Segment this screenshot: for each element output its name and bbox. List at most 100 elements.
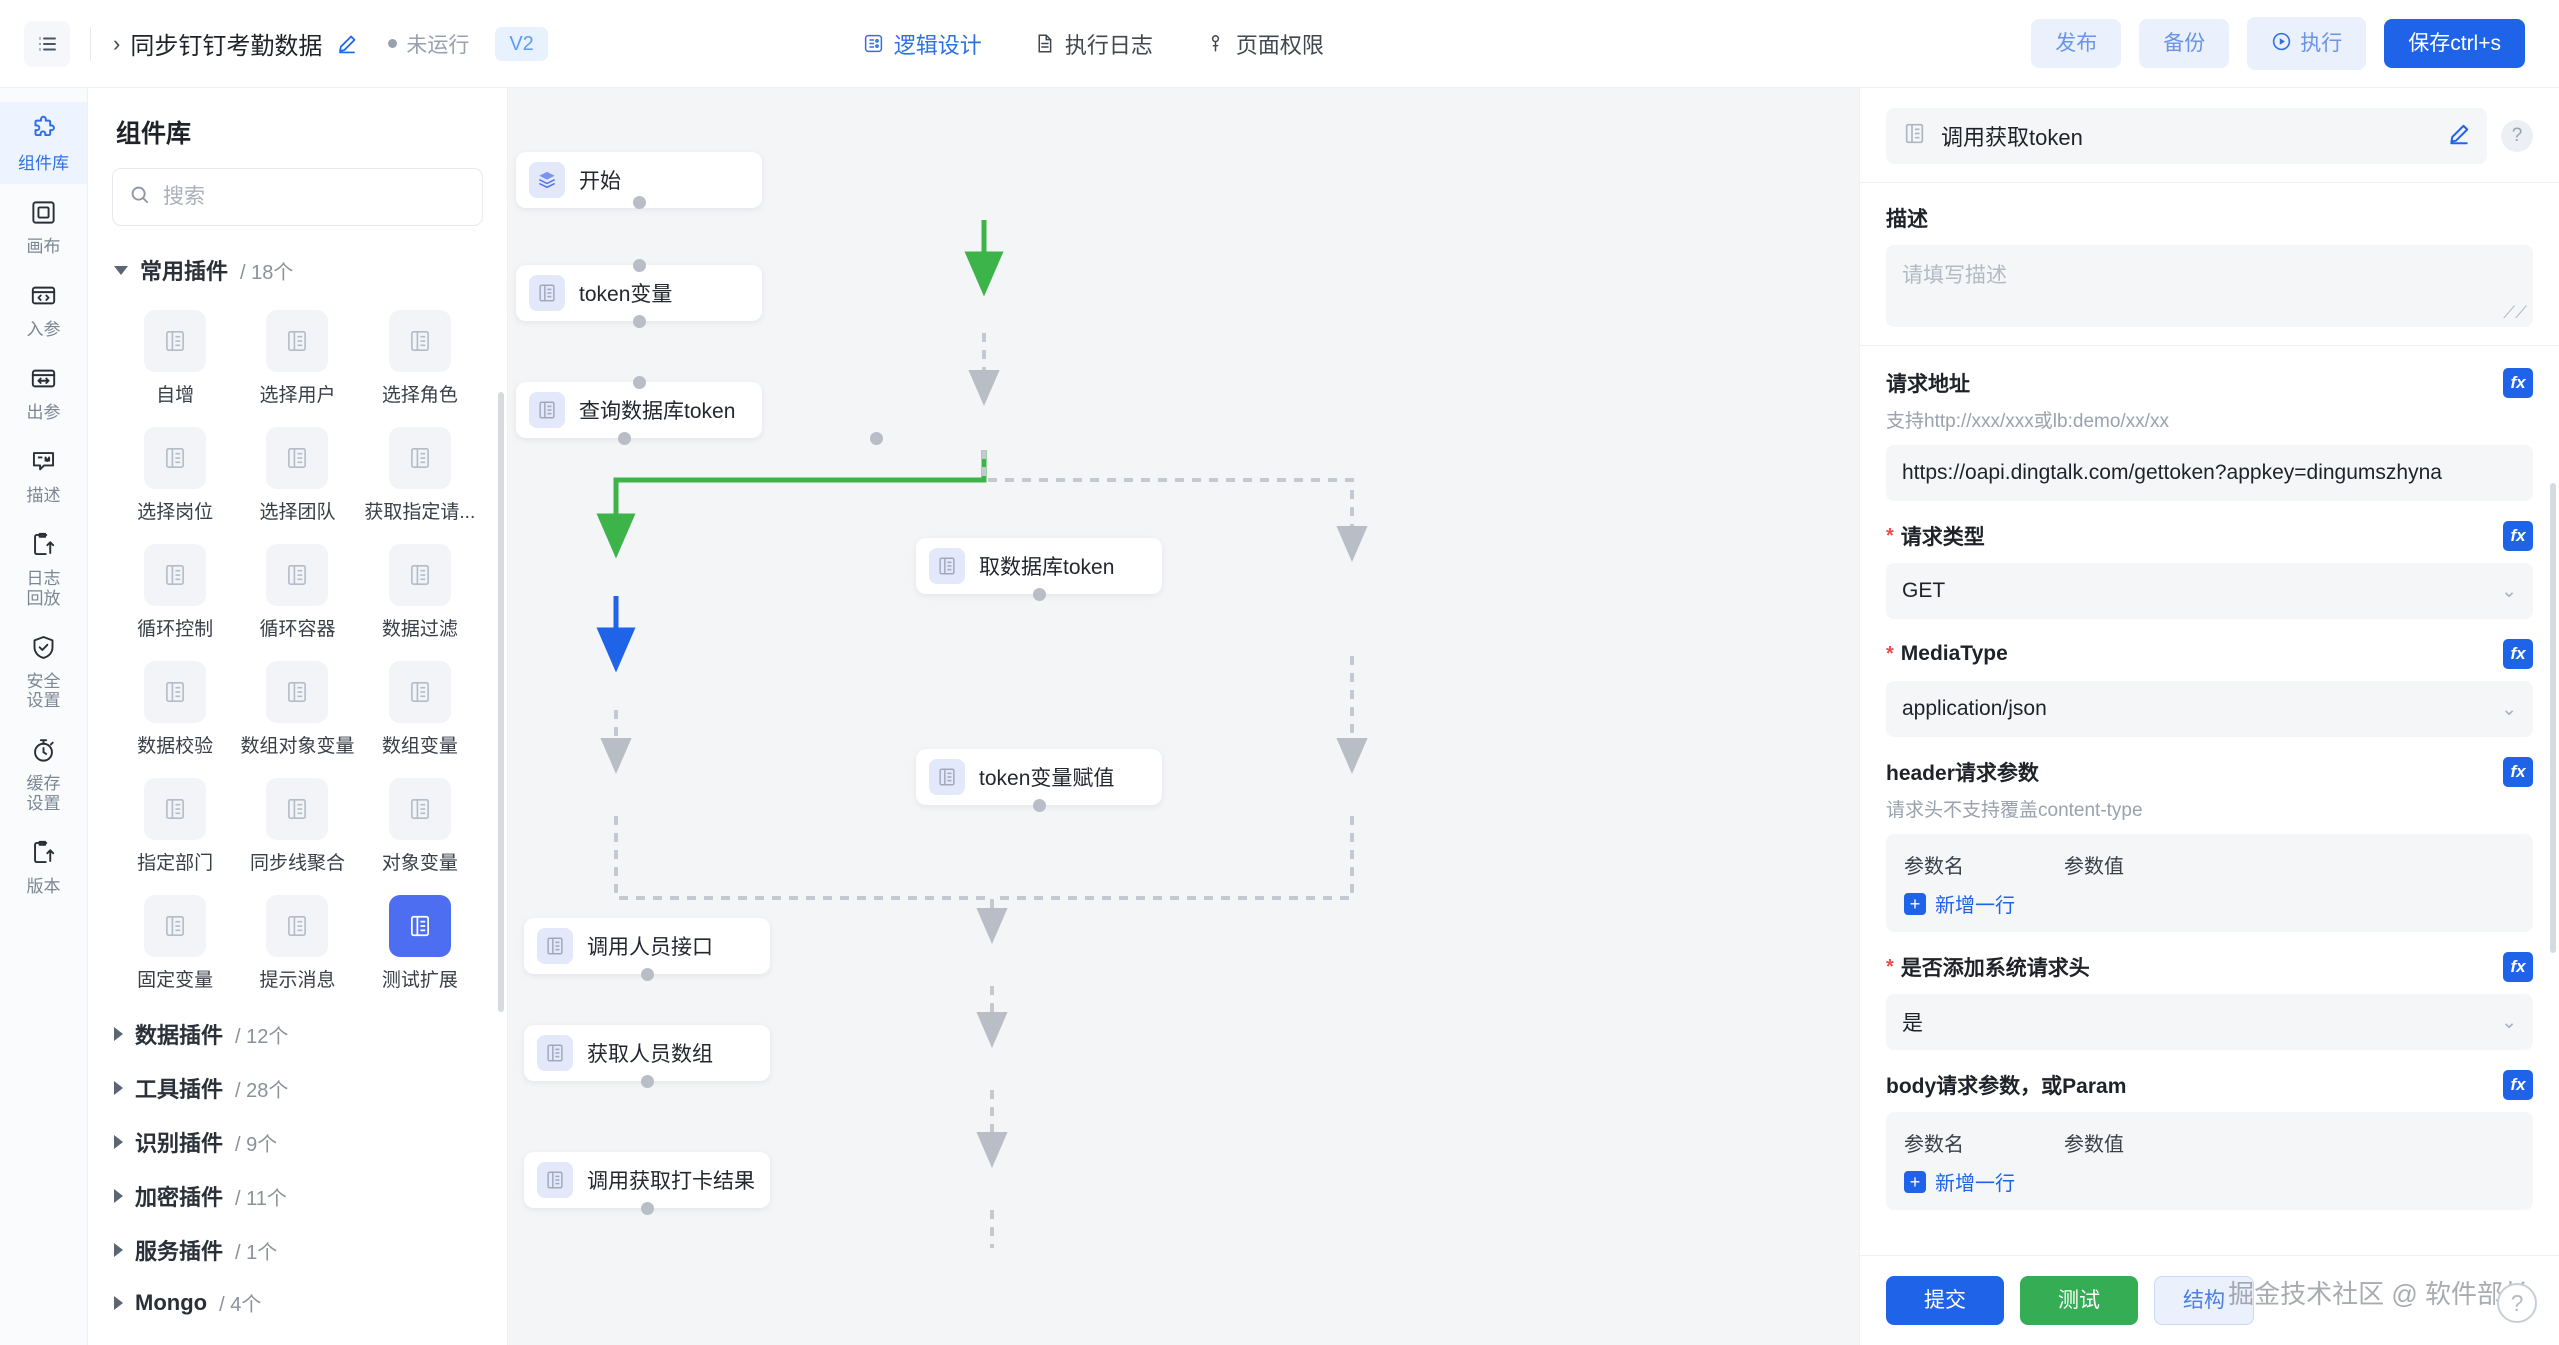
sidebar-item-description[interactable]: 描述	[0, 435, 87, 516]
resize-grip-icon[interactable]: ⟋⟋	[2503, 303, 2527, 322]
group-name: 工具插件	[135, 1077, 224, 1102]
group-header-data-plugins[interactable]: 数据插件 / 12个	[88, 1006, 507, 1060]
fx-icon-media-type[interactable]: fx	[2503, 639, 2533, 669]
plugin-item[interactable]: 测试扩展	[359, 891, 481, 1000]
sidebar-item-security-settings[interactable]: 安全 设置	[0, 621, 87, 722]
pencil-icon[interactable]	[336, 33, 358, 55]
sidebar-item-output-params[interactable]: 出参	[0, 352, 87, 433]
plugin-label: 选择团队	[259, 502, 336, 523]
plugin-item[interactable]: 选择团队	[236, 423, 358, 532]
plugin-item[interactable]: 循环容器	[236, 540, 358, 649]
plugin-item[interactable]: 数据校验	[114, 657, 236, 766]
add-header-row-button[interactable]: + 新增一行	[1904, 889, 2515, 918]
fx-icon-body-params[interactable]: fx	[2503, 1070, 2533, 1100]
body: 组件库 画布 入参	[0, 88, 2559, 1345]
fx-icon-request-type[interactable]: fx	[2503, 521, 2533, 551]
sidebar-item-log-replay[interactable]: 日志 回放	[0, 518, 87, 619]
sidebar-item-cache-settings[interactable]: 缓存 设置	[0, 724, 87, 825]
add-body-row-button[interactable]: + 新增一行	[1904, 1167, 2515, 1196]
structure-button[interactable]: 结构	[2154, 1276, 2254, 1325]
flow-node[interactable]: 查询数据库token	[516, 382, 762, 438]
group-header-encryption-plugins[interactable]: 加密插件 / 11个	[88, 1168, 507, 1222]
node-port[interactable]	[870, 432, 883, 445]
save-button[interactable]: 保存ctrl+s	[2384, 19, 2525, 68]
plugin-item[interactable]: 选择岗位	[114, 423, 236, 532]
plugin-item[interactable]: 循环控制	[114, 540, 236, 649]
flow-node[interactable]: 获取人员数组	[524, 1025, 770, 1081]
node-icon	[537, 1035, 573, 1071]
flow-node[interactable]: 调用人员接口	[524, 918, 770, 974]
test-button[interactable]: 测试	[2020, 1276, 2138, 1325]
node-port[interactable]	[1033, 799, 1046, 812]
sidebar-item-canvas[interactable]: 画布	[0, 186, 87, 267]
fx-icon-header-params[interactable]: fx	[2503, 757, 2533, 787]
menu-toggle-button[interactable]	[24, 20, 70, 67]
plugin-item[interactable]: 同步线聚合	[236, 774, 358, 883]
group-header-tool-plugins[interactable]: 工具插件 / 28个	[88, 1060, 507, 1114]
tab-execution-log[interactable]: 执行日志	[1034, 28, 1153, 60]
group-header-service-plugins[interactable]: 服务插件 / 1个	[88, 1222, 507, 1276]
node-port[interactable]	[641, 968, 654, 981]
question-icon[interactable]: ?	[2501, 120, 2533, 152]
sidebar-item-version[interactable]: 版本	[0, 826, 87, 907]
top-bar: › 同步钉钉考勤数据 未运行 V2 逻辑设计	[0, 0, 2559, 88]
pencil-icon[interactable]	[2447, 122, 2471, 151]
properties-scroll[interactable]: 描述 请填写描述 ⟋⟋ 请求地址 fx 支持http://xxx/xxx或lb:…	[1860, 183, 2559, 1255]
flow-node[interactable]: token变量赋值	[916, 749, 1162, 805]
backup-button[interactable]: 备份	[2139, 19, 2230, 68]
properties-scrollbar[interactable]	[2550, 483, 2556, 953]
fx-icon-request-url[interactable]: fx	[2503, 368, 2533, 398]
plugin-item[interactable]: 固定变量	[114, 891, 236, 1000]
node-port[interactable]	[1033, 588, 1046, 601]
execute-button[interactable]: 执行	[2247, 17, 2367, 70]
description-textarea[interactable]: 请填写描述 ⟋⟋	[1886, 245, 2533, 327]
group-header-common-plugins[interactable]: 常用插件 / 18个	[88, 242, 507, 296]
version-badge[interactable]: V2	[495, 26, 548, 61]
request-url-input[interactable]: https://oapi.dingtalk.com/gettoken?appke…	[1886, 445, 2533, 501]
help-fab-icon[interactable]: ?	[2497, 1283, 2537, 1323]
plugin-item[interactable]: 数组对象变量	[236, 657, 358, 766]
flow-node[interactable]: token变量	[516, 265, 762, 321]
group-header-recognition-plugins[interactable]: 识别插件 / 9个	[88, 1114, 507, 1168]
search-input[interactable]	[163, 185, 466, 209]
search-wrapper	[88, 168, 507, 242]
plugin-item[interactable]: 提示消息	[236, 891, 358, 1000]
plugin-item[interactable]: 数组变量	[359, 657, 481, 766]
tab-page-permission[interactable]: 页面权限	[1205, 28, 1324, 60]
node-port[interactable]	[633, 259, 646, 272]
component-library-scrollbar[interactable]	[498, 392, 504, 1012]
node-port[interactable]	[633, 376, 646, 389]
group-count: / 12个	[235, 1025, 289, 1048]
plugin-item[interactable]: 指定部门	[114, 774, 236, 883]
flow-node[interactable]: 调用获取打卡结果	[524, 1152, 770, 1208]
sidebar-item-component-library[interactable]: 组件库	[0, 102, 87, 185]
plugin-item[interactable]: 自增	[114, 306, 236, 415]
group-header-mongo[interactable]: Mongo / 4个	[88, 1276, 507, 1327]
node-port[interactable]	[633, 315, 646, 328]
node-port[interactable]	[618, 432, 631, 445]
fx-icon-system-header[interactable]: fx	[2503, 952, 2533, 982]
system-header-select[interactable]: 是 ⌄	[1886, 994, 2533, 1050]
plugin-item[interactable]: 数据过滤	[359, 540, 481, 649]
node-port[interactable]	[641, 1202, 654, 1215]
request-type-select[interactable]: GET ⌄	[1886, 563, 2533, 619]
flow-canvas[interactable]: 开始token变量查询数据库token调用获取tokentoken入库token…	[508, 88, 1859, 1345]
plugin-label: 数据过滤	[381, 619, 458, 640]
node-port[interactable]	[641, 1075, 654, 1088]
flow-node[interactable]: 取数据库token	[916, 538, 1162, 594]
node-port[interactable]	[633, 196, 646, 209]
component-library-scroll[interactable]: 常用插件 / 18个 自增选择用户选择角色选择岗位选择团队 获取指定请... 循环控…	[88, 242, 507, 1345]
tab-logic-design[interactable]: 逻辑设计	[863, 28, 982, 60]
media-type-select[interactable]: application/json ⌄	[1886, 681, 2533, 737]
node-label: 调用获取打卡结果	[587, 1170, 755, 1193]
submit-button[interactable]: 提交	[1886, 1276, 2004, 1325]
publish-button[interactable]: 发布	[2031, 19, 2122, 68]
plugin-item[interactable]: 选择角色	[359, 306, 481, 415]
plugin-item[interactable]: 获取指定请...	[359, 423, 481, 532]
sidebar-item-label: 缓存 设置	[26, 774, 61, 813]
search-box[interactable]	[112, 168, 483, 226]
plugin-item[interactable]: 选择用户	[236, 306, 358, 415]
node-name-field[interactable]: 调用获取token	[1886, 108, 2487, 164]
sidebar-item-input-params[interactable]: 入参	[0, 269, 87, 350]
plugin-item[interactable]: 对象变量	[359, 774, 481, 883]
